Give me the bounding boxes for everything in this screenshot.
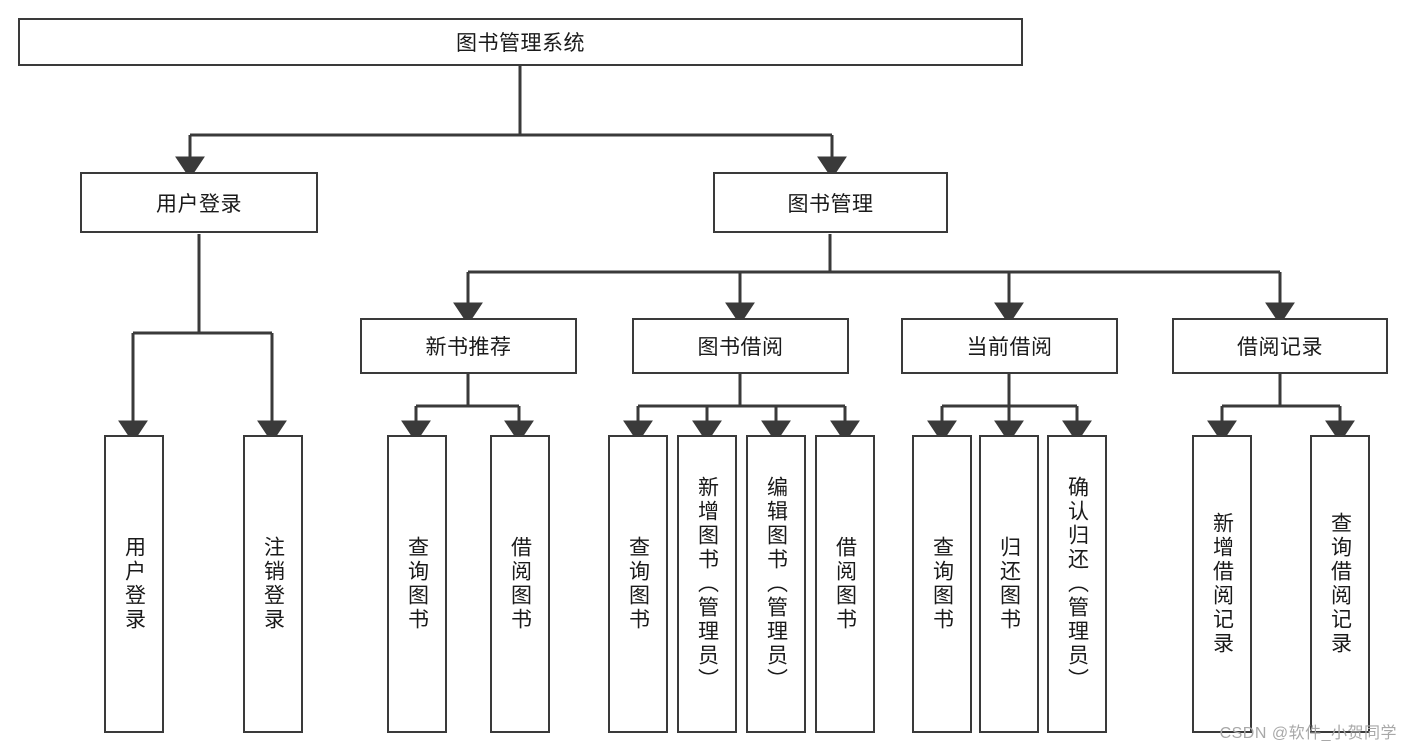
leaf-borrow-query-book[interactable]: 查询图书 (608, 435, 668, 733)
leaf-current-confirm-return-admin-label: 确认归还（管理员） (1065, 476, 1089, 692)
leaf-record-add-label: 新增借阅记录 (1210, 512, 1234, 656)
node-new-book-recommend-label: 新书推荐 (425, 336, 512, 359)
leaf-borrow-query-book-label: 查询图书 (626, 536, 650, 632)
node-current-borrow-label: 当前借阅 (966, 336, 1053, 359)
leaf-borrow-borrow-book-label: 借阅图书 (833, 536, 857, 632)
leaf-current-return-book-label: 归还图书 (997, 536, 1021, 632)
leaf-recommend-borrow-book-label: 借阅图书 (508, 536, 532, 632)
node-borrow-record[interactable]: 借阅记录 (1172, 318, 1388, 374)
node-user-login[interactable]: 用户登录 (80, 172, 318, 233)
leaf-borrow-edit-book-admin-label: 编辑图书（管理员） (764, 476, 788, 692)
leaf-current-query-book-label: 查询图书 (930, 536, 954, 632)
node-new-book-recommend[interactable]: 新书推荐 (360, 318, 577, 374)
node-root-label: 图书管理系统 (456, 32, 585, 55)
node-book-management[interactable]: 图书管理 (713, 172, 948, 233)
leaf-record-query[interactable]: 查询借阅记录 (1310, 435, 1370, 733)
node-user-login-label: 用户登录 (156, 192, 242, 216)
leaf-record-add[interactable]: 新增借阅记录 (1192, 435, 1252, 733)
leaf-current-return-book[interactable]: 归还图书 (979, 435, 1039, 733)
leaf-borrow-edit-book-admin[interactable]: 编辑图书（管理员） (746, 435, 806, 733)
node-current-borrow[interactable]: 当前借阅 (901, 318, 1118, 374)
leaf-user-logout-label: 注销登录 (261, 536, 285, 632)
watermark: CSDN @软件_小贺同学 (1219, 725, 1397, 742)
leaf-recommend-query-book[interactable]: 查询图书 (387, 435, 447, 733)
leaf-borrow-add-book-admin[interactable]: 新增图书（管理员） (677, 435, 737, 733)
leaf-borrow-add-book-admin-label: 新增图书（管理员） (695, 476, 719, 692)
leaf-user-login-label: 用户登录 (122, 536, 146, 632)
node-root[interactable]: 图书管理系统 (18, 18, 1023, 66)
node-book-borrow[interactable]: 图书借阅 (632, 318, 849, 374)
leaf-borrow-borrow-book[interactable]: 借阅图书 (815, 435, 875, 733)
leaf-user-logout[interactable]: 注销登录 (243, 435, 303, 733)
leaf-current-query-book[interactable]: 查询图书 (912, 435, 972, 733)
node-book-management-label: 图书管理 (787, 192, 874, 216)
leaf-user-login[interactable]: 用户登录 (104, 435, 164, 733)
leaf-recommend-query-book-label: 查询图书 (405, 536, 429, 632)
leaf-record-query-label: 查询借阅记录 (1328, 512, 1352, 656)
leaf-current-confirm-return-admin[interactable]: 确认归还（管理员） (1047, 435, 1107, 733)
node-book-borrow-label: 图书借阅 (697, 336, 784, 359)
leaf-recommend-borrow-book[interactable]: 借阅图书 (490, 435, 550, 733)
node-borrow-record-label: 借阅记录 (1237, 336, 1323, 359)
